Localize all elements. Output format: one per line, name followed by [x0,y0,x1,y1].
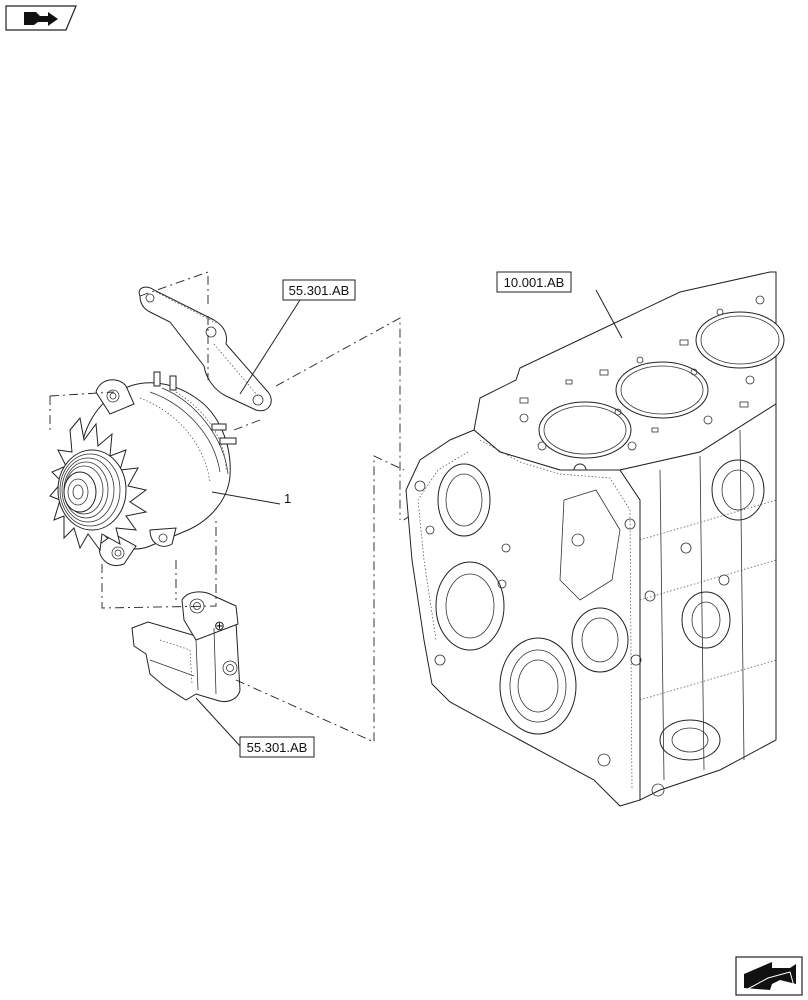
callout-label-upper: 55.301.AB [289,283,350,298]
book-arrow-icon[interactable] [5,5,77,31]
pulley [57,449,127,531]
cylinder-bore-1 [538,401,632,459]
callout-bracket-lower[interactable]: 55.301.AB [239,736,315,758]
alternator [49,371,237,566]
leader-lines [195,289,623,747]
engine-block [405,271,785,807]
callout-bracket-upper[interactable]: 55.301.AB [282,279,356,301]
upper-alternator-bracket [138,286,272,412]
next-page-arrow-icon[interactable] [735,956,803,996]
callout-engine-block[interactable]: 10.001.AB [496,271,572,293]
callout-label-engine: 10.001.AB [504,275,565,290]
svg-text:⊕: ⊕ [214,618,225,633]
callout-label-lower: 55.301.AB [247,740,308,755]
cylinder-bore-2 [615,361,709,419]
item-number-label: 1 [284,491,291,506]
lower-alternator-bracket: ⊕ [131,591,241,703]
cylinder-bore-3 [695,311,785,369]
crank-bore [499,637,577,735]
